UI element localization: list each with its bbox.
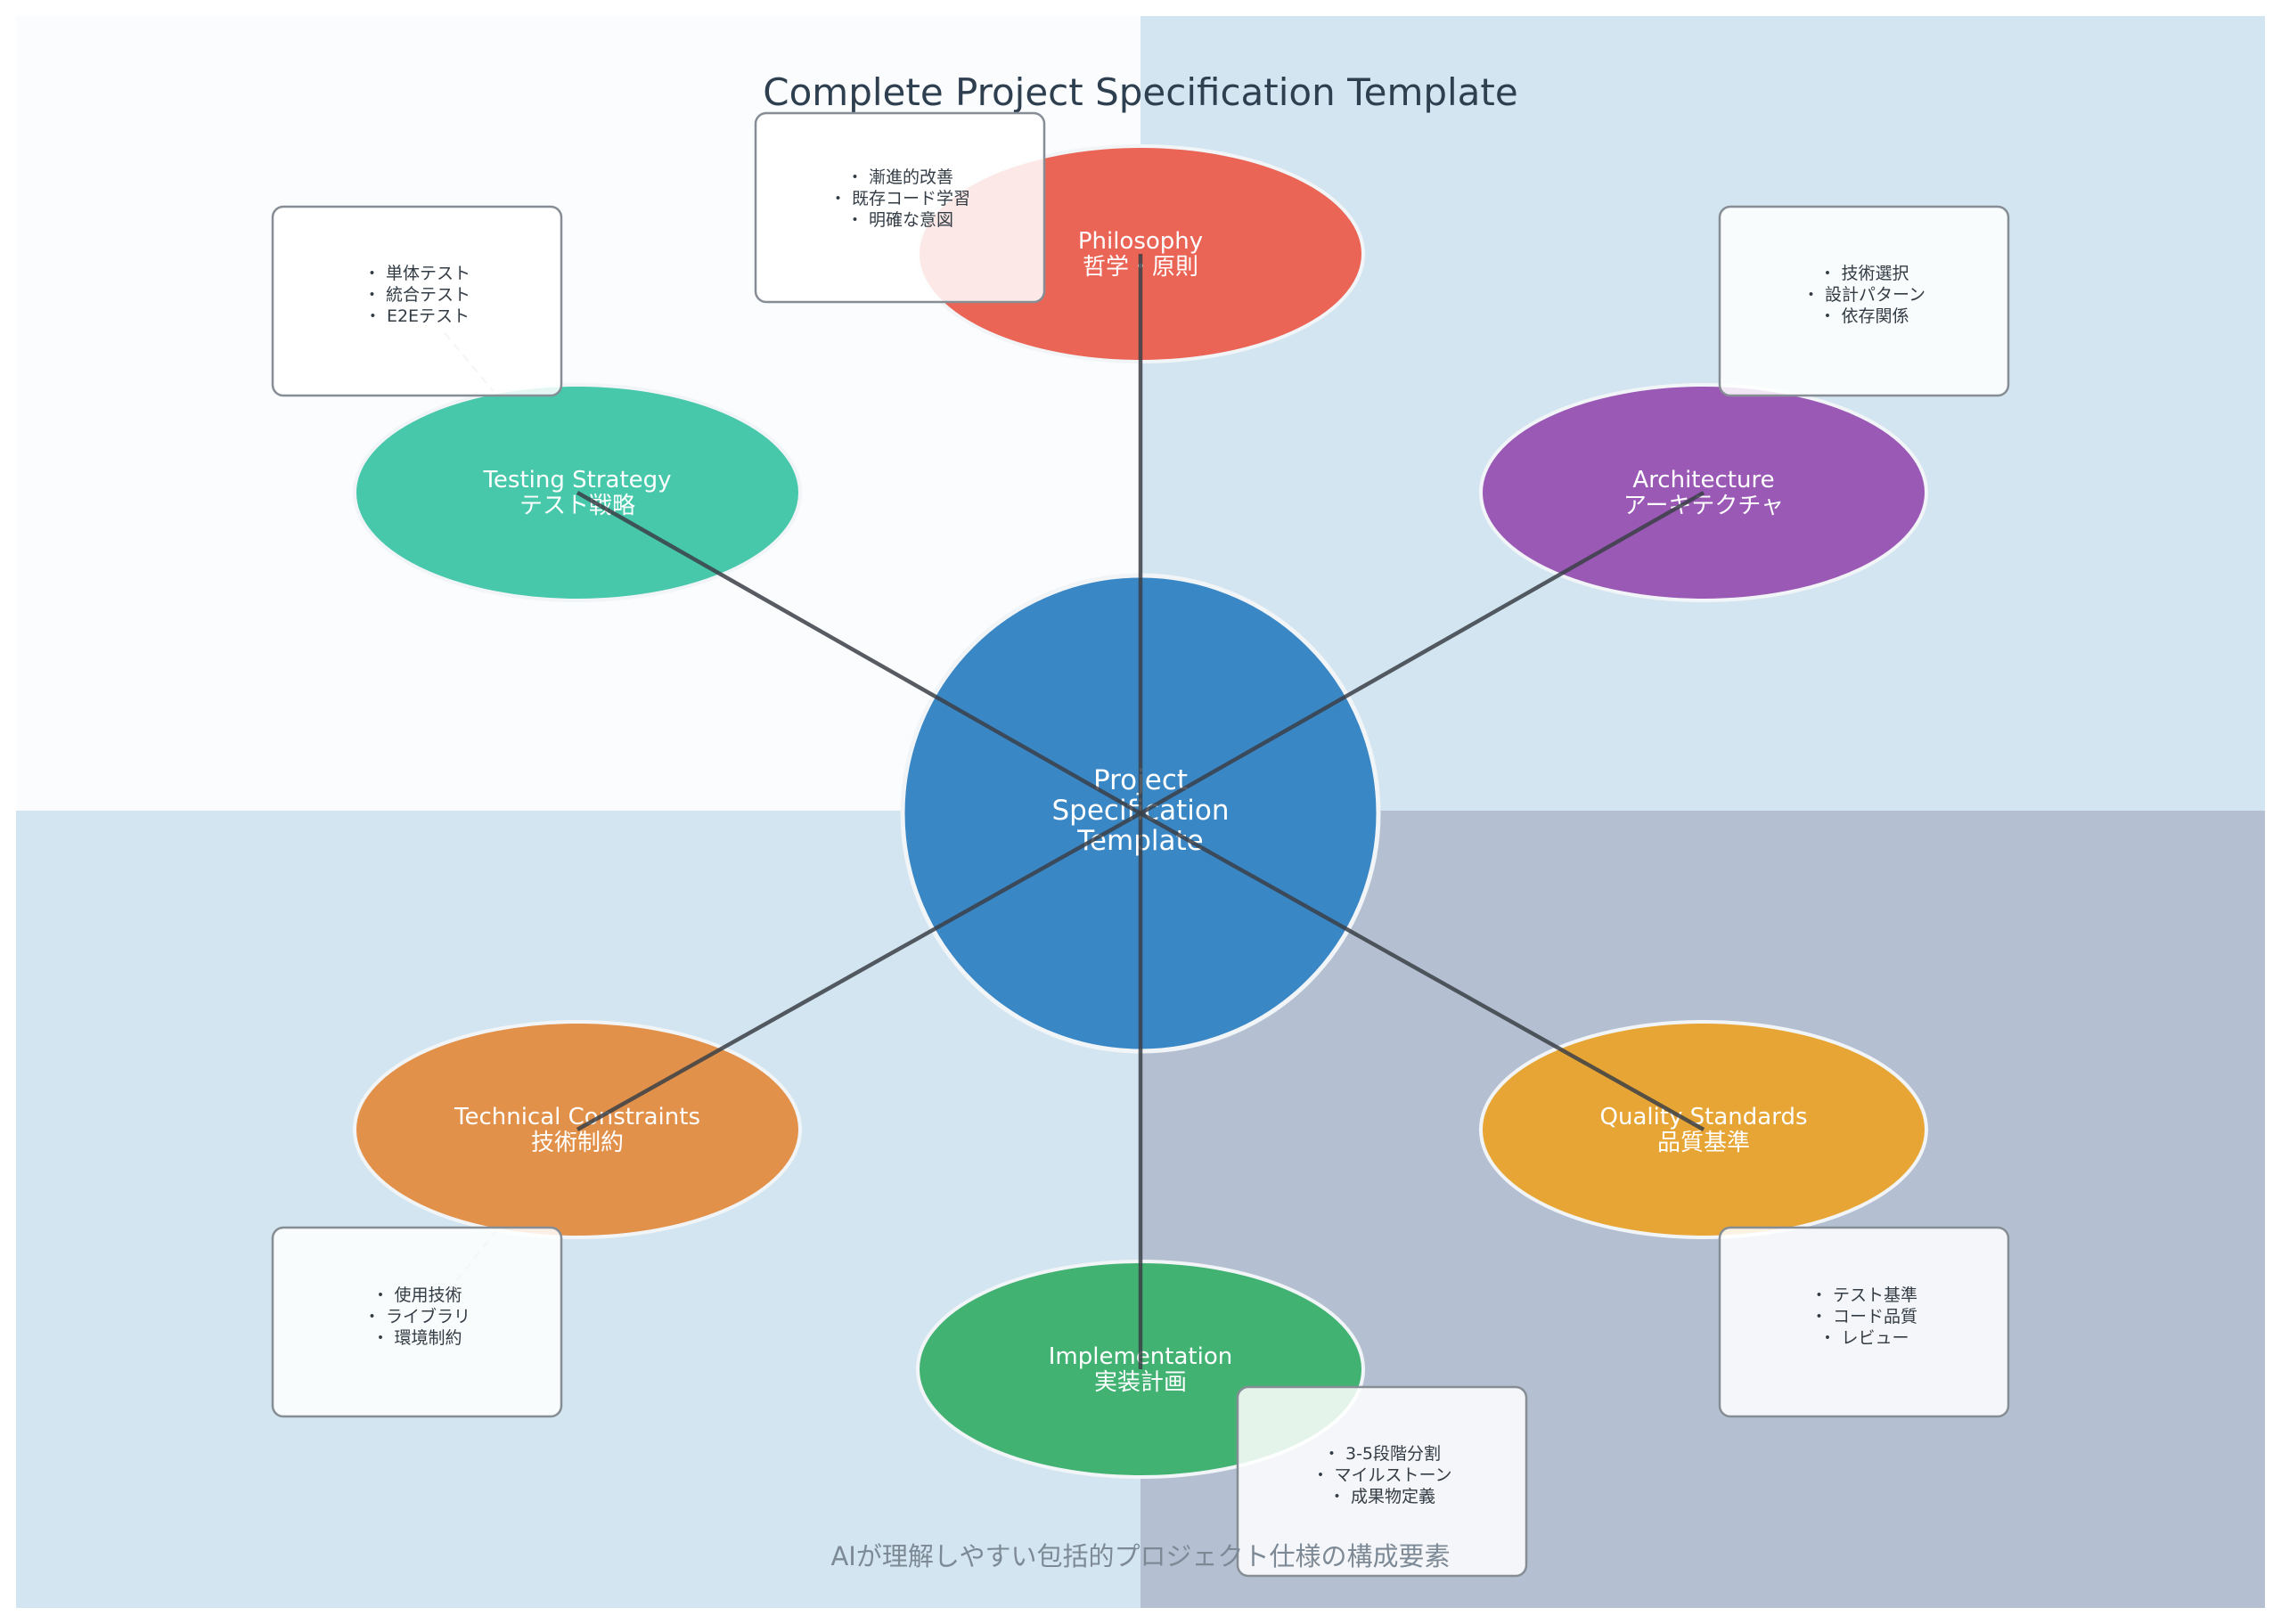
technical-constraints-detail-item-0: ・ 使用技術	[372, 1285, 462, 1305]
quality-standards-detail-item-2: ・ レビュー	[1819, 1328, 1909, 1348]
technical-constraints-detail-box	[271, 1226, 563, 1418]
technical-constraints-detail-item-1: ・ ライブラリ	[364, 1306, 470, 1326]
architecture-detail-item-1: ・ 設計パターン	[1803, 285, 1925, 305]
implementation-label-1: 実装計画	[1094, 1369, 1187, 1396]
technical-constraints-detail-item-2: ・ 環境制約	[372, 1328, 462, 1348]
testing-strategy-spoke	[576, 491, 1142, 815]
implementation-detail-box	[1236, 1385, 1528, 1578]
philosophy-label-0: Philosophy	[1078, 228, 1203, 255]
quality-standards-spoke	[1139, 812, 1705, 1131]
testing-strategy-detail-box	[271, 205, 563, 397]
testing-strategy-detail-item-1: ・ 統合テスト	[364, 285, 470, 305]
spoke-lines	[576, 254, 1705, 1369]
technical-constraints-label-1: 技術制約	[531, 1130, 624, 1156]
philosophy-detail-item-2: ・ 明確な意図	[846, 210, 953, 230]
philosophy-detail-box	[754, 111, 1046, 304]
philosophy-detail-item-1: ・ 既存コード学習	[830, 189, 970, 208]
technical-constraints-label-0: Technical Constraints	[454, 1104, 700, 1130]
philosophy-detail-item-0: ・ 漸進的改善	[846, 167, 953, 187]
implementation-detail-item-0: ・ 3-5段階分割	[1323, 1444, 1441, 1464]
detail-boxes: ・ 漸進的改善・ 既存コード学習・ 明確な意図・ 技術選択・ 設計パターン・ 依…	[271, 111, 2010, 1578]
diagram-title: Complete Project Specification Template	[763, 70, 1517, 114]
architecture-detail-item-2: ・ 依存関係	[1819, 306, 1909, 326]
testing-strategy-detail-item-2: ・ E2Eテスト	[364, 306, 470, 326]
architecture-label-0: Architecture	[1632, 467, 1774, 494]
quality-standards-label-0: Quality Standards	[1600, 1104, 1808, 1130]
quality-standards-detail-item-0: ・ テスト基準	[1811, 1285, 1917, 1305]
testing-strategy-detail-item-0: ・ 単体テスト	[364, 264, 470, 283]
architecture-spoke	[1139, 491, 1705, 815]
implementation-detail-item-2: ・ 成果物定義	[1329, 1487, 1435, 1506]
quality-standards-label-1: 品質基準	[1657, 1130, 1750, 1156]
architecture-detail-box	[1718, 205, 2010, 397]
quality-standards-detail-box	[1718, 1226, 2010, 1418]
technical-constraints-spoke	[576, 812, 1142, 1131]
testing-strategy-label-0: Testing Strategy	[482, 467, 671, 494]
implementation-detail-item-1: ・ マイルストーン	[1312, 1465, 1451, 1485]
diagram-subtitle: AIが理解しやすい包括的プロジェクト仕様の構成要素	[830, 1541, 1450, 1571]
architecture-label-1: アーキテクチャ	[1623, 493, 1784, 519]
quality-standards-detail-item-1: ・ コード品質	[1811, 1307, 1917, 1326]
architecture-detail-item-0: ・ 技術選択	[1819, 264, 1909, 283]
